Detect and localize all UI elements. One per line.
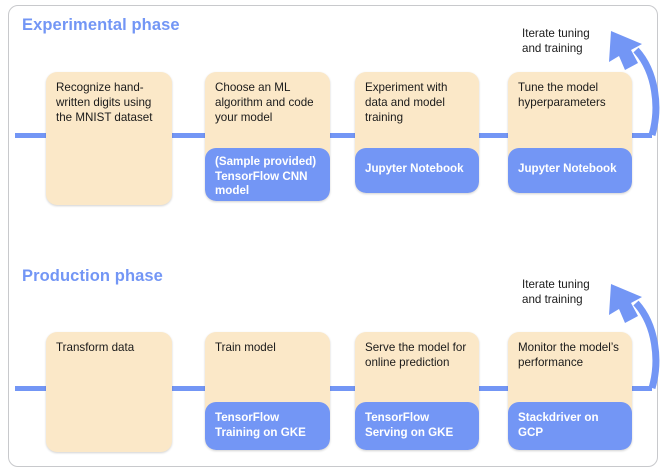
- phase-title-production: Production phase: [22, 267, 163, 285]
- step-footer-prod-4[interactable]: Stackdriver on GCP: [508, 402, 632, 450]
- connector-rail-exp-0: [15, 133, 48, 138]
- step-box-exp-3[interactable]: Experiment with data and model training …: [355, 72, 479, 193]
- connector-rail-prod-4: [630, 386, 652, 391]
- step-label-exp-4: Tune the model hyperparameters: [518, 81, 606, 110]
- step-footer-exp-2[interactable]: (Sample provided) TensorFlow CNN model: [205, 148, 330, 201]
- step-box-prod-2[interactable]: Train model TensorFlow Training on GKE: [205, 332, 330, 450]
- connector-rail-prod-1: [170, 386, 207, 391]
- step-footer-exp-3[interactable]: Jupyter Notebook: [355, 148, 479, 193]
- iterate-loop-arrow-production: [609, 284, 660, 389]
- step-label-exp-2: Choose an ML algorithm and code your mod…: [215, 81, 314, 125]
- step-box-prod-3[interactable]: Serve the model for online prediction Te…: [355, 332, 479, 450]
- step-footer-prod-2[interactable]: TensorFlow Training on GKE: [205, 402, 330, 450]
- step-footer-prod-3[interactable]: TensorFlow Serving on GKE: [355, 402, 479, 450]
- step-box-prod-4[interactable]: Monitor the model’s performance Stackdri…: [508, 332, 632, 450]
- step-label-prod-1: Transform data: [56, 341, 135, 354]
- step-box-exp-4[interactable]: Tune the model hyperparameters Jupyter N…: [508, 72, 632, 193]
- connector-rail-prod-3: [478, 386, 510, 391]
- connector-rail-exp-3: [478, 133, 510, 138]
- step-label-prod-3: Serve the model for online prediction: [365, 341, 467, 370]
- step-label-prod-4: Monitor the model’s performance: [518, 341, 619, 370]
- loop-note-production: Iterate tuning and training: [522, 278, 590, 307]
- connector-rail-exp-4: [630, 133, 652, 138]
- connector-rail-prod-2: [328, 386, 357, 391]
- step-box-exp-1[interactable]: Recognize hand-written digits using the …: [46, 72, 172, 205]
- step-box-exp-2[interactable]: Choose an ML algorithm and code your mod…: [205, 72, 330, 201]
- iterate-loop-arrow-experimental: [609, 31, 660, 136]
- step-box-prod-1[interactable]: Transform data: [46, 332, 172, 452]
- step-label-exp-1: Recognize hand-written digits using the …: [56, 81, 153, 125]
- step-footer-exp-4[interactable]: Jupyter Notebook: [508, 148, 632, 193]
- step-label-exp-3: Experiment with data and model training: [365, 81, 448, 125]
- loop-note-experimental: Iterate tuning and training: [522, 27, 590, 56]
- connector-rail-exp-1: [170, 133, 207, 138]
- connector-rail-prod-0: [15, 386, 48, 391]
- step-label-prod-2: Train model: [215, 341, 276, 354]
- connector-rail-exp-2: [328, 133, 357, 138]
- phase-title-experimental: Experimental phase: [22, 16, 180, 34]
